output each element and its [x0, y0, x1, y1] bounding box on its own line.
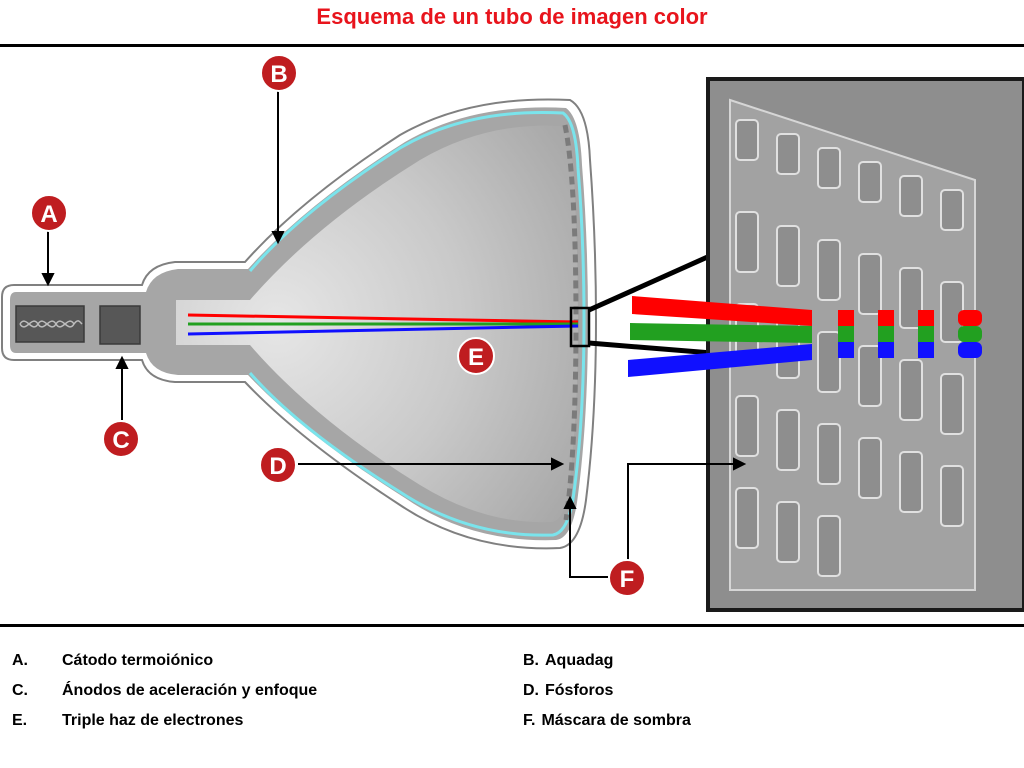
legend-key: C.	[12, 682, 28, 699]
legend-text: Fósforos	[545, 682, 614, 699]
shadow-mask-slot	[817, 331, 841, 393]
legend-item-c: C. Ánodos de aceleración y enfoque	[12, 682, 317, 700]
legend-key: A.	[12, 652, 28, 669]
shadow-mask-slot	[817, 515, 841, 577]
marker-d-label: D	[269, 453, 286, 480]
legend-text: Aquadag	[545, 652, 614, 669]
shadow-mask-slot	[776, 409, 800, 471]
enlarged-beam-red-segment	[838, 310, 854, 326]
shadow-mask-slot	[817, 147, 841, 189]
legend-key: F.	[523, 712, 536, 729]
shadow-mask-slot	[940, 373, 964, 435]
marker-a: A	[30, 194, 68, 232]
arrowhead-c	[115, 355, 129, 369]
enlarged-beam-red	[632, 296, 812, 326]
shadow-mask-slot	[735, 119, 759, 161]
zoom-line-bottom	[588, 340, 713, 356]
shadow-mask-slot	[899, 359, 923, 421]
page-title: Esquema de un tubo de imagen color	[316, 4, 708, 29]
shadow-mask-slot	[776, 501, 800, 563]
enlarged-beam-blue-segment	[958, 342, 982, 358]
shadow-mask-slot	[899, 175, 923, 217]
cathode-filament-2	[19, 320, 75, 328]
enlarged-beams	[628, 296, 982, 377]
legend-key: D.	[523, 682, 539, 699]
cathode	[15, 305, 85, 343]
enlarged-beam-blue-segment	[918, 342, 934, 358]
marker-d: D	[259, 446, 297, 484]
marker-b-label: B	[270, 61, 287, 88]
top-divider	[0, 44, 1024, 47]
aquadag-coating	[248, 110, 586, 537]
marker-e: E	[457, 337, 495, 375]
beam-blue	[187, 324, 579, 336]
shadow-mask-slot	[858, 345, 882, 407]
enlarged-beam-red-segment	[878, 310, 894, 326]
enlarged-beam-green-segment	[918, 326, 934, 342]
marker-c-label: C	[112, 427, 129, 454]
arrowhead-d	[551, 457, 565, 471]
shadow-mask-slot	[817, 239, 841, 301]
legend-text: Cátodo termoiónico	[62, 652, 214, 669]
marker-e-label: E	[468, 344, 484, 371]
legend-key: B.	[523, 652, 539, 669]
enlarged-beam-blue-segment	[838, 342, 854, 358]
shadow-mask-slot	[776, 225, 800, 287]
enlarged-beam-green-segment	[878, 326, 894, 342]
marker-a-label: A	[40, 201, 57, 228]
legend-text: Ánodos de aceleración y enfoque	[62, 682, 318, 699]
legend-item-e: E. Triple haz de electrones	[12, 712, 243, 730]
leader-f-2	[627, 463, 738, 560]
legend-item-b: B. Aquadag	[523, 652, 613, 670]
shadow-mask-slot	[940, 465, 964, 527]
enlarged-beam-green	[630, 323, 812, 343]
arrowhead-a	[41, 273, 55, 287]
bottom-divider	[0, 624, 1024, 627]
marker-f-label: F	[620, 566, 635, 593]
shadow-mask-slot	[735, 211, 759, 273]
anode	[99, 305, 141, 345]
legend-text: Máscara de sombra	[541, 712, 691, 729]
shadow-mask-slot	[899, 451, 923, 513]
enlarged-beam-green-segment	[838, 326, 854, 342]
marker-f: F	[608, 559, 646, 597]
arrowhead-f-2	[733, 457, 747, 471]
zoom-box	[569, 306, 591, 348]
legend-item-a: A. Cátodo termoiónico	[12, 652, 213, 670]
zoom-line-top	[587, 252, 714, 313]
marker-b: B	[260, 54, 298, 92]
legend-key: E.	[12, 712, 28, 729]
shadow-mask-slot	[817, 423, 841, 485]
shadow-mask-slot	[940, 189, 964, 231]
enlarged-beam-red-segment	[958, 310, 982, 326]
enlarged-beam-blue-segment	[878, 342, 894, 358]
shadow-mask-slot	[858, 437, 882, 499]
legend-text: Triple haz de electrones	[62, 712, 244, 729]
arrowhead-b	[271, 231, 285, 245]
shadow-mask-slot	[735, 487, 759, 549]
crt-diagram: A B C D E F	[1, 54, 1024, 612]
enlarged-beam-red-segment	[918, 310, 934, 326]
shadow-mask-slot	[735, 395, 759, 457]
leader-f-1	[569, 504, 608, 578]
shadow-mask-slot	[899, 267, 923, 329]
shadow-mask-slot	[858, 253, 882, 315]
arrowhead-f-1	[563, 495, 577, 509]
marker-c: C	[102, 420, 140, 458]
shadow-mask-slot	[776, 133, 800, 175]
enlarged-beam-blue	[628, 344, 812, 377]
legend-item-f: F. Máscara de sombra	[523, 712, 691, 730]
legend-item-d: D. Fósforos	[523, 682, 613, 700]
shadow-mask-slot	[858, 161, 882, 203]
beam-red	[187, 313, 579, 324]
enlarged-beam-green-segment	[958, 326, 982, 342]
